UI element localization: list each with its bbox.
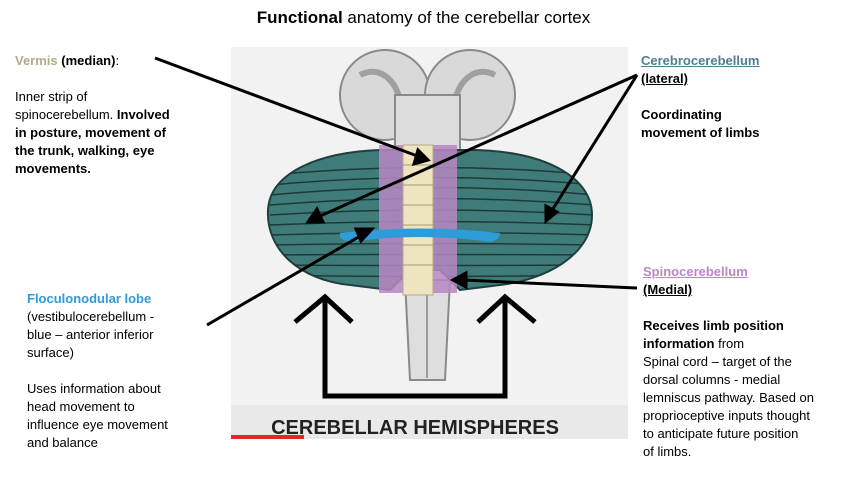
pointer-arrows bbox=[154, 56, 639, 327]
spinocerebellum-left-strip bbox=[379, 145, 403, 293]
spinocerebellum-qualifier: (Medial) bbox=[643, 282, 693, 297]
title-bold: Functional bbox=[256, 8, 343, 27]
figure-caption: CEREBELLAR HEMISPHERES bbox=[271, 417, 559, 439]
brainstem bbox=[339, 49, 516, 381]
arrow-cerebro-right-head bbox=[544, 203, 560, 225]
caption-background bbox=[231, 405, 628, 439]
vermis-name: Vermis bbox=[15, 53, 58, 68]
vermis-lines bbox=[403, 164, 433, 266]
arrow-floc-head bbox=[353, 227, 376, 244]
arrow-vermis-head bbox=[411, 147, 431, 167]
arrow-spino bbox=[462, 278, 638, 290]
arrow-cerebro-left bbox=[317, 73, 638, 219]
vermis-line1: Inner strip of bbox=[15, 89, 88, 104]
spinocerebellum-right-strip bbox=[433, 145, 457, 293]
vermis-description: Vermis (median): Inner strip of spinocer… bbox=[15, 52, 205, 178]
title-rest: anatomy of the cerebellar cortex bbox=[342, 8, 591, 27]
arrow-cerebro-left-head bbox=[305, 205, 326, 224]
arrow-spino-head bbox=[449, 270, 468, 290]
flocculonodular-name: Floculonodular lobe bbox=[27, 291, 152, 306]
page-title: Functional anatomy of the cerebellar cor… bbox=[0, 8, 847, 28]
flocculonodular-band bbox=[339, 228, 500, 242]
vermis-qualifier: (median) bbox=[57, 53, 116, 68]
hemisphere-bracket bbox=[293, 293, 537, 399]
cerebrocerebellum-description: Cerebrocerebellum (lateral) Coordinating… bbox=[641, 52, 841, 142]
arrow-cerebro-right bbox=[549, 74, 639, 213]
flocculonodular-description: Floculonodular lobe (vestibulocerebellum… bbox=[27, 290, 217, 452]
arrow-vermis bbox=[154, 56, 421, 159]
spinocerebellum-description: Spinocerebellum (Medial) Receives limb p… bbox=[643, 263, 843, 461]
cerebrocerebellum-name: Cerebrocerebellum bbox=[641, 53, 760, 68]
arrow-floc bbox=[206, 233, 363, 327]
progress-bar-red bbox=[231, 435, 304, 439]
vermis-strip bbox=[402, 144, 434, 296]
cerebrocerebellum-qualifier: (lateral) bbox=[641, 71, 688, 86]
spinocerebellum-name: Spinocerebellum bbox=[643, 264, 748, 279]
